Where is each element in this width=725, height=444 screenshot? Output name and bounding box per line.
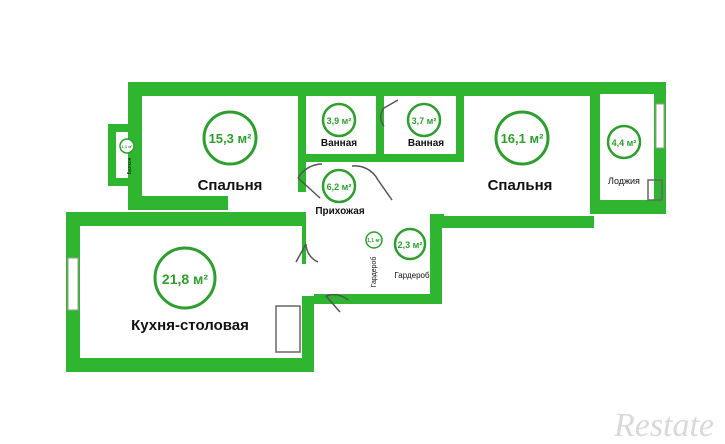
windows — [67, 103, 665, 311]
label-hallway: Прихожая — [315, 206, 365, 217]
area-bath-1: 3,9 м² — [327, 116, 352, 126]
room-hallway: 6,2 м² Прихожая — [315, 168, 365, 217]
loggia-box — [275, 179, 663, 353]
room-bath-1: 3,9 м² Ванная — [321, 102, 357, 149]
room-bedroom-right: 16,1 м² Спальня — [488, 110, 553, 194]
area-bedroom-left: 15,3 м² — [209, 131, 253, 146]
room-closet-small: 1,1 м² Гардероб — [365, 231, 383, 288]
area-kitchen: 21,8 м² — [162, 271, 208, 287]
label-bath-1: Ванная — [321, 138, 357, 149]
area-closet: 2,3 м² — [398, 240, 423, 250]
label-bedroom-right: Спальня — [488, 177, 553, 194]
label-bedroom-left: Спальня — [198, 177, 263, 194]
room-bedroom-left: 15,3 м² Спальня — [198, 110, 263, 194]
area-loggia: 4,4 м² — [612, 138, 637, 148]
room-loggia: 4,4 м² Лоджия — [606, 124, 642, 186]
label-closet: Гардероб — [394, 271, 430, 280]
label-bath-2: Ванная — [408, 138, 444, 149]
door-swings — [295, 99, 399, 313]
area-hallway: 6,2 м² — [327, 182, 352, 192]
area-bedroom-right: 16,1 м² — [501, 131, 545, 146]
label-kitchen: Кухня-столовая — [131, 317, 249, 334]
label-loggia: Лоджия — [608, 176, 640, 186]
watermark-logo: Restate — [613, 407, 714, 444]
room-closet: 2,3 м² Гардероб — [393, 227, 430, 280]
area-balcony: 1,1 м² — [122, 144, 134, 149]
room-kitchen: 21,8 м² Кухня-столовая — [131, 246, 249, 334]
label-closet-small: Гардероб — [370, 257, 378, 288]
room-balcony: 1,1 м² Балкон — [119, 138, 135, 174]
area-bath-2: 3,7 м² — [412, 116, 437, 126]
area-closet-small: 1,1 м² — [367, 238, 381, 244]
room-bath-2: 3,7 м² Ванная — [406, 102, 444, 149]
label-balcony: Балкон — [127, 157, 133, 174]
